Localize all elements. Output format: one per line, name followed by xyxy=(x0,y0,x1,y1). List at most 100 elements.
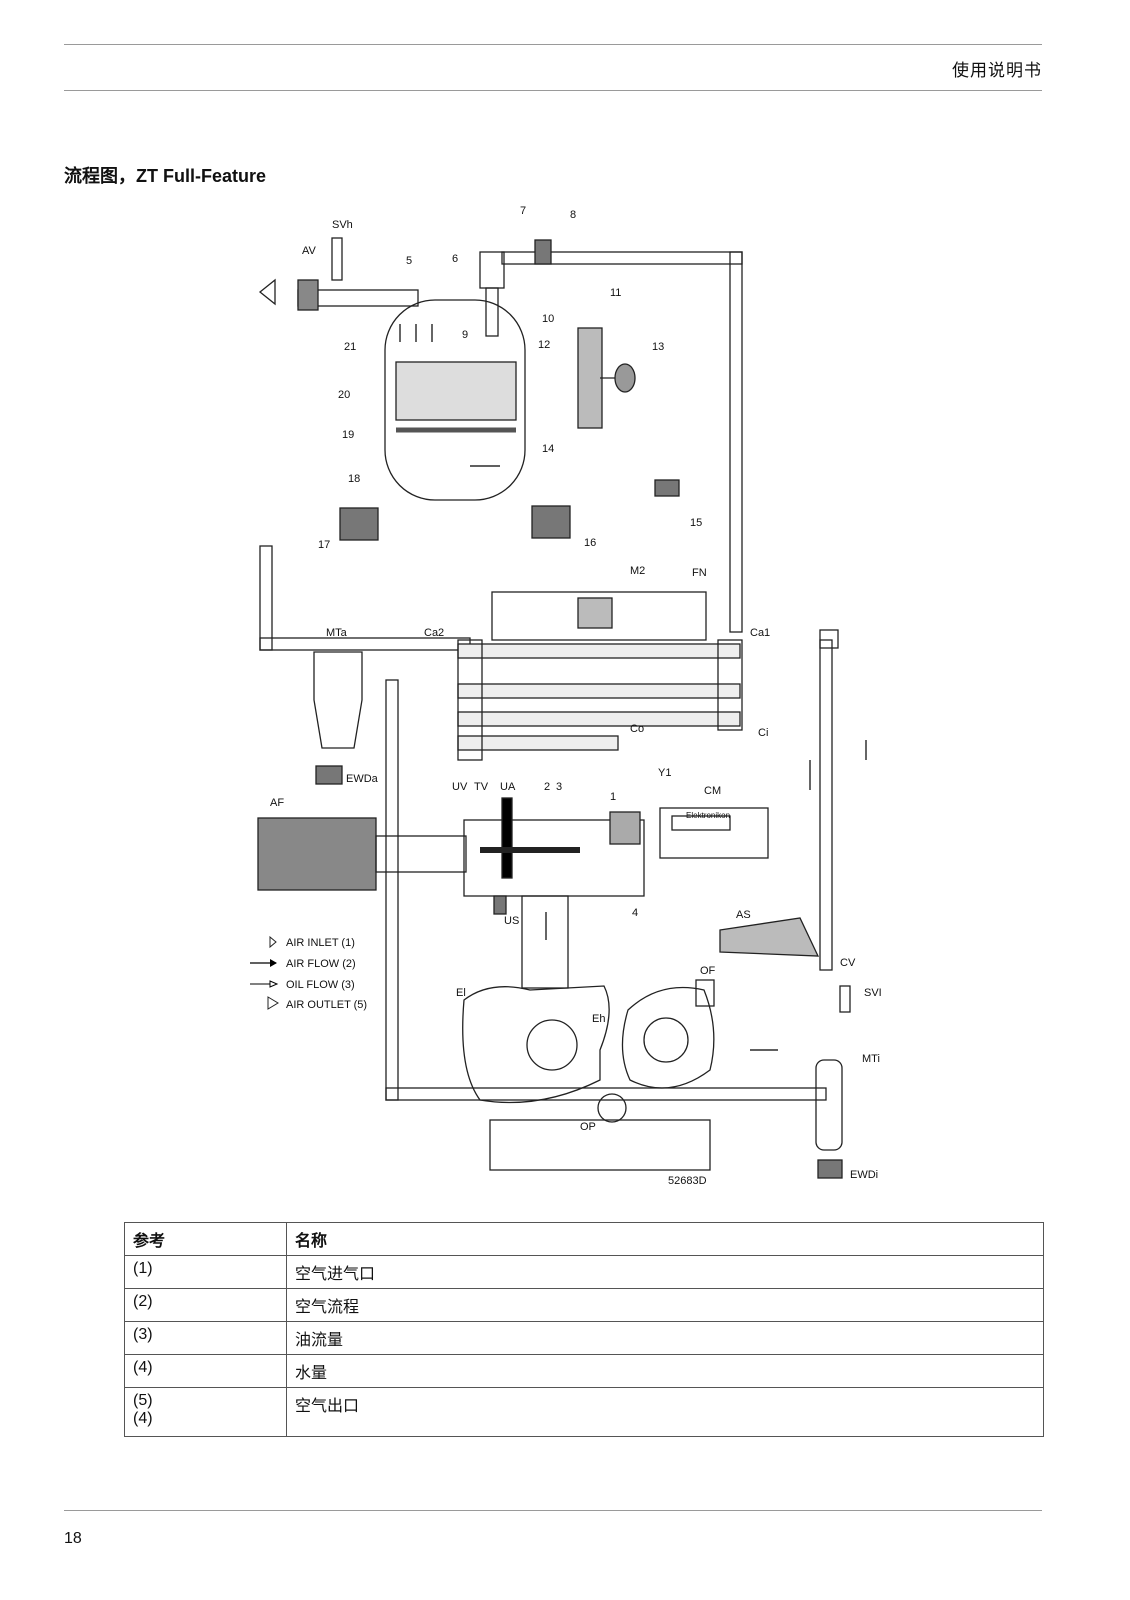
label-3: 3 xyxy=(556,781,562,793)
diagram-legend: AIR INLET (1) AIR FLOW (2) OIL FLOW (3) … xyxy=(250,935,367,1011)
oil-filter-of xyxy=(695,979,715,1007)
component-17 xyxy=(339,507,379,541)
label-7: 7 xyxy=(520,205,526,217)
separator-element xyxy=(395,361,517,421)
label-ca2: Ca2 xyxy=(424,627,444,639)
label-8: 8 xyxy=(570,209,576,221)
label-4: 4 xyxy=(632,907,638,919)
section-title: 流程图，ZT Full-Feature xyxy=(64,166,266,186)
label-el: El xyxy=(456,987,466,999)
flow-diagram: SVh AV 5 6 7 8 9 10 11 12 13 14 15 16 17… xyxy=(240,200,900,1200)
inlet-duct xyxy=(375,835,467,873)
footer-rule xyxy=(64,1510,1042,1511)
drain-ewdi xyxy=(817,1159,843,1179)
label-19: 19 xyxy=(342,429,354,441)
table-row: (4) 水量 xyxy=(124,1354,1044,1388)
label-tv: TV xyxy=(474,781,489,793)
row-name: 空气出口 xyxy=(286,1387,1044,1437)
fan-motor-13 xyxy=(614,363,636,393)
row-ref: (3) xyxy=(124,1321,287,1355)
header-name: 名称 xyxy=(286,1222,1044,1256)
component-16 xyxy=(531,505,571,539)
legend-air-inlet: AIR INLET (1) xyxy=(286,937,355,949)
moisture-trap-mti xyxy=(815,1059,843,1151)
legend-air-flow: AIR FLOW (2) xyxy=(286,958,356,970)
compressor-element-el xyxy=(462,985,610,1104)
label-cv: CV xyxy=(840,957,856,969)
air-separator-as xyxy=(719,917,820,957)
right-vertical-pipe xyxy=(729,251,743,633)
oil-cooler-11 xyxy=(577,327,603,429)
rotor-eh xyxy=(643,1017,689,1063)
header-ref: 参考 xyxy=(124,1222,287,1256)
table-row: (5) (4) 空气出口 xyxy=(124,1387,1044,1437)
fan-housing xyxy=(491,591,707,641)
row-name: 空气进气口 xyxy=(286,1255,1044,1289)
valve-stem xyxy=(485,287,499,337)
label-of: OF xyxy=(700,965,716,977)
table-row: (1) 空气进气口 xyxy=(124,1255,1044,1289)
oil-pump-op xyxy=(597,1093,627,1123)
label-mti: MTi xyxy=(862,1053,880,1065)
air-filter-af xyxy=(257,817,377,891)
label-21: 21 xyxy=(344,341,356,353)
label-18: 18 xyxy=(348,473,360,485)
table-row: (2) 空气流程 xyxy=(124,1288,1044,1322)
unloader-valve xyxy=(501,797,513,879)
label-11: 11 xyxy=(610,287,621,299)
header-top-rule xyxy=(64,44,1042,45)
svi-valve xyxy=(839,985,851,1013)
row-ref: (2) xyxy=(124,1288,287,1322)
label-13: 13 xyxy=(652,341,664,353)
label-5: 5 xyxy=(406,255,412,267)
legend-oil-flow: OIL FLOW (3) xyxy=(286,979,355,991)
rotor-el xyxy=(526,1019,578,1071)
label-1: 1 xyxy=(610,791,616,803)
label-ca1: Ca1 xyxy=(750,627,770,639)
label-mta: MTa xyxy=(326,627,348,639)
valve-8 xyxy=(534,239,552,265)
solenoid-y1 xyxy=(609,811,641,845)
cooler-co-ci xyxy=(457,711,741,727)
intake-stem xyxy=(521,895,569,989)
svh-valve xyxy=(331,237,343,281)
label-ua: UA xyxy=(500,781,516,793)
label-ewdi: EWDi xyxy=(850,1169,878,1181)
moisture-trap-mta xyxy=(313,651,363,749)
label-us: US xyxy=(504,915,519,927)
right-bend xyxy=(819,629,839,649)
drain-ewda xyxy=(315,765,343,785)
av-valve xyxy=(297,279,319,311)
label-ci: Ci xyxy=(758,727,768,739)
drawing-number: 52683D xyxy=(668,1175,707,1187)
oil-sump-line xyxy=(489,1119,711,1171)
row-ref: (4) xyxy=(124,1354,287,1388)
air-inlet-legend-icon xyxy=(269,935,277,949)
left-lower-pipe xyxy=(259,637,471,651)
legend-air-outlet: AIR OUTLET (5) xyxy=(286,999,367,1011)
label-16: 16 xyxy=(584,537,596,549)
table-row: (3) 油流量 xyxy=(124,1321,1044,1355)
controller-display xyxy=(671,815,731,831)
compressor-element-eh xyxy=(621,986,715,1089)
bottom-loop-pipe xyxy=(385,1087,827,1101)
air-outlet-legend-icon xyxy=(267,996,279,1010)
label-af: AF xyxy=(270,797,284,809)
valve-7-body xyxy=(479,251,505,289)
label-op: OP xyxy=(580,1121,596,1133)
label-av: AV xyxy=(302,245,317,257)
row-ref-line-1: (5) xyxy=(133,1392,153,1409)
label-eh: Eh xyxy=(592,1013,605,1025)
label-svh: SVh xyxy=(332,219,353,231)
label-14: 14 xyxy=(542,443,554,455)
label-9: 9 xyxy=(462,329,468,341)
controller-cm xyxy=(659,807,769,859)
page-number: 18 xyxy=(64,1530,82,1547)
label-15: 15 xyxy=(690,517,702,529)
separator-vessel xyxy=(384,299,526,501)
air-outlet-arrow xyxy=(258,278,276,306)
label-12: 12 xyxy=(538,339,550,351)
label-m2: M2 xyxy=(630,565,645,577)
label-cm: CM xyxy=(704,785,721,797)
row-name: 油流量 xyxy=(286,1321,1044,1355)
